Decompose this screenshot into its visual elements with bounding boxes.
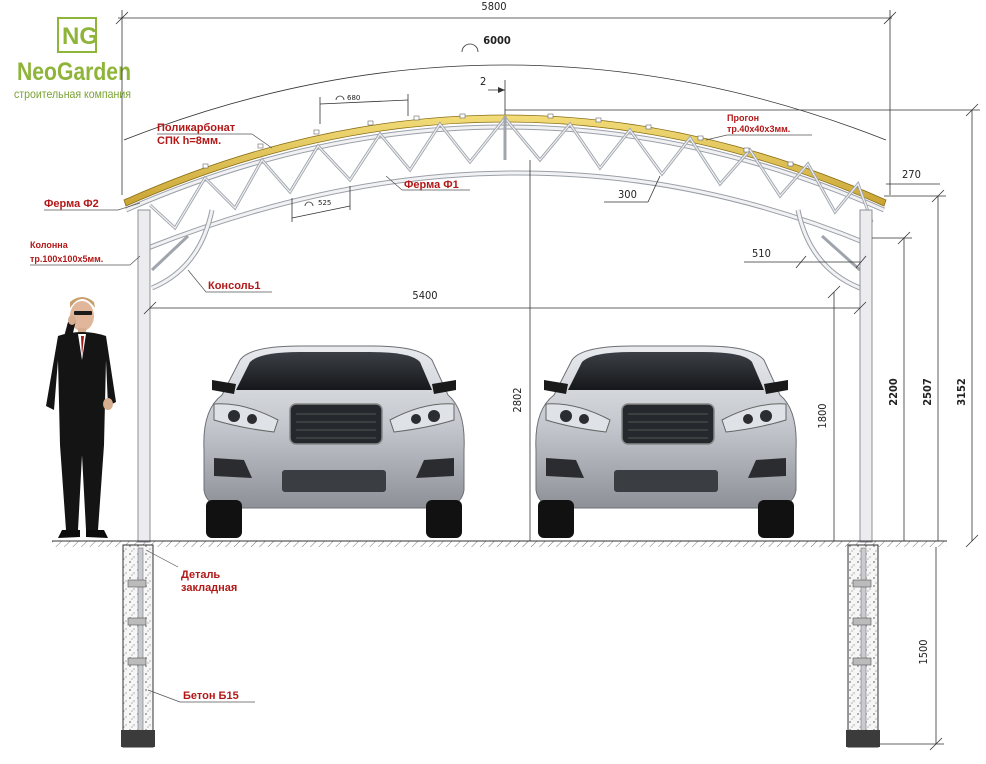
- dimension-car-height: 1800: [816, 285, 841, 541]
- label-embedded-part-type: закладная: [181, 582, 237, 594]
- label-polycarbonate: Поликарбонат СПК h=8мм.: [157, 122, 273, 149]
- polycarbonate-sheet: [123, 114, 887, 207]
- total-width-value: 5800: [481, 0, 506, 13]
- car-front-illustration-2: [535, 345, 797, 539]
- purlins: [202, 113, 794, 169]
- label-polycarbonate-name: Поликарбонат: [157, 122, 236, 134]
- overhang-value: 270: [902, 168, 921, 181]
- truss-depth-value: 300: [618, 188, 637, 201]
- dimension-center-height: 2802: [511, 160, 531, 541]
- arc-length-icon: [461, 43, 479, 53]
- logo-mark-frame: [57, 17, 97, 53]
- head: [70, 301, 94, 331]
- dimension-purlin-step: 680: [319, 94, 409, 124]
- label-embedded-part: Деталь закладная: [145, 549, 237, 594]
- suit: [46, 332, 116, 530]
- arc-length-value: 6000: [483, 34, 511, 47]
- column-right: [859, 209, 873, 543]
- dimension-truss-depth: 300: [604, 175, 661, 203]
- dimension-truss-step: 525: [291, 186, 351, 222]
- dimension-arc-length: 6000: [123, 34, 887, 141]
- tie: [81, 336, 84, 356]
- center-height-value: 2802: [511, 387, 524, 412]
- label-concrete: Бетон Б15: [147, 689, 255, 703]
- total-height-value: 3152: [955, 378, 968, 406]
- truss-height-value: 2507: [921, 378, 934, 406]
- label-console-text: Консоль1: [208, 280, 261, 292]
- dimension-overhang: 270: [886, 168, 940, 185]
- label-purlin-spec: тр.40х40х3мм.: [727, 124, 790, 134]
- dimension-column-span: 5400: [143, 289, 867, 315]
- logo-name: NeoGarden: [17, 58, 131, 86]
- console-left: [150, 209, 215, 291]
- label-console: Консоль1: [187, 269, 272, 293]
- label-column-spec: тр.100х100х5мм.: [30, 254, 103, 264]
- dimension-truss-height: 2507: [884, 189, 946, 541]
- logo-tagline: строительная компания: [14, 87, 131, 101]
- company-logo: NG NeoGarden строительная компания: [14, 17, 131, 101]
- truss-step-value: 525: [318, 199, 331, 207]
- dimension-arc-gap: 2: [480, 75, 506, 116]
- purlin-step-value: 680: [347, 94, 360, 102]
- label-column: Колонна тр.100х100х5мм.: [30, 240, 141, 266]
- businessman-figure: [46, 297, 116, 538]
- label-embedded-part-name: Деталь: [181, 569, 220, 581]
- foundation-right: [846, 544, 880, 748]
- glasses-icon: [74, 311, 92, 315]
- foundation-left: [121, 544, 155, 748]
- label-purlin: Прогон тр.40х40х3мм.: [705, 113, 812, 141]
- label-concrete-text: Бетон Б15: [183, 690, 239, 702]
- dimension-column-height: 2200: [872, 231, 912, 541]
- arc-gap-value: 2: [480, 75, 486, 88]
- column-span-value: 5400: [412, 289, 437, 302]
- console-width-value: 510: [752, 247, 771, 260]
- label-column-name: Колонна: [30, 240, 69, 250]
- car-height-value: 1800: [816, 403, 829, 428]
- label-truss-f1: Ферма Ф1: [385, 175, 470, 191]
- label-truss-f1-text: Ферма Ф1: [404, 179, 459, 191]
- ground-line: [52, 540, 947, 547]
- column-left: [137, 209, 151, 543]
- column-height-value: 2200: [887, 378, 900, 406]
- logo-mark: NG: [62, 23, 98, 50]
- dimension-total-width: 5800: [115, 0, 897, 195]
- label-purlin-name: Прогон: [727, 113, 759, 123]
- label-truss-f2-text: Ферма Ф2: [44, 198, 99, 210]
- console-right: [795, 209, 862, 291]
- dimension-total-height: 3152: [505, 103, 980, 548]
- label-polycarbonate-spec: СПК h=8мм.: [157, 135, 221, 147]
- foundation-depth-value: 1500: [917, 639, 930, 664]
- label-truss-f2: Ферма Ф2: [44, 198, 141, 211]
- dimension-console-width: 510: [744, 247, 867, 269]
- dimension-foundation-depth: 1500: [878, 547, 944, 751]
- car-front-illustration: [203, 345, 465, 538]
